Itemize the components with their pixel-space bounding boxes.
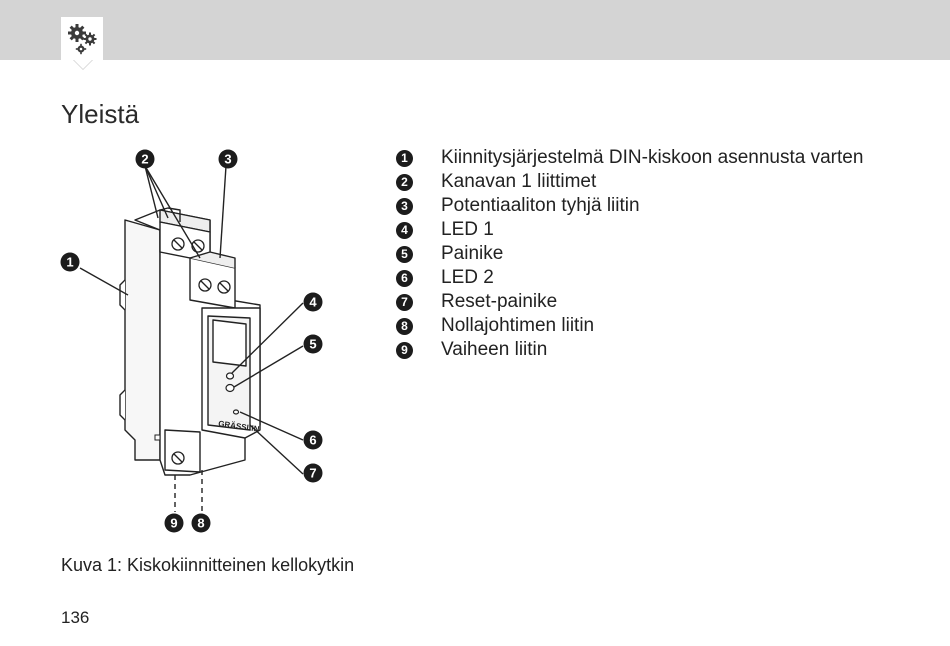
svg-text:6: 6 (309, 433, 316, 448)
legend-label: Kiinnitysjärjestelmä DIN-kiskoon asennus… (441, 147, 864, 168)
legend-number: 1 (396, 149, 413, 167)
svg-text:9: 9 (170, 516, 177, 531)
legend-label: LED 1 (441, 219, 494, 240)
legend-number: 3 (396, 197, 413, 215)
legend-item: 3 Potentiaaliton tyhjä liitin (396, 194, 863, 218)
legend-label: LED 2 (441, 267, 494, 288)
legend-item: 5 Painike (396, 242, 863, 266)
callout-8: 8 (191, 513, 211, 533)
page-number: 136 (61, 608, 90, 627)
legend-item: 1 Kiinnitysjärjestelmä DIN-kiskoon asennu… (396, 146, 863, 170)
legend-number: 9 (396, 341, 413, 359)
callout-1: 1 (60, 252, 80, 272)
legend-item: 9 Vaiheen liitin (396, 338, 863, 362)
svg-text:3: 3 (224, 152, 231, 167)
legend-item: 8 Nollajohtimen liitin (396, 314, 863, 338)
svg-text:4: 4 (309, 295, 317, 310)
legend-label: Vaiheen liitin (441, 339, 548, 360)
callout-3: 3 (218, 149, 238, 169)
legend-item: 6 LED 2 (396, 266, 863, 290)
legend-item: 4 LED 1 (396, 218, 863, 242)
callout-5: 5 (303, 334, 323, 354)
svg-text:5: 5 (309, 337, 316, 352)
legend-number: 6 (396, 269, 413, 287)
gears-icon (68, 24, 97, 55)
page-title: Yleistä (61, 99, 140, 129)
legend-label: Painike (441, 243, 504, 264)
svg-text:2: 2 (141, 152, 148, 167)
legend-label: Reset-painike (441, 291, 558, 312)
svg-text:7: 7 (309, 466, 316, 481)
figure-caption: Kuva 1: Kiskokiinnitteinen kellokytkin (61, 555, 355, 575)
callout-4: 4 (303, 292, 323, 312)
device-diagram: GRÄSSLIN 1 2 3 4 5 6 7 8 9 (60, 149, 323, 533)
legend-item: 2 Kanavan 1 liittimet (396, 170, 863, 194)
callout-7: 7 (303, 463, 323, 483)
callout-6: 6 (303, 430, 323, 450)
callout-9: 9 (164, 513, 184, 533)
legend-number: 8 (396, 317, 413, 335)
legend-number: 7 (396, 293, 413, 311)
legend-number: 2 (396, 173, 413, 191)
legend-label: Kanavan 1 liittimet (441, 171, 597, 192)
callout-2: 2 (135, 149, 155, 169)
legend-list: 1 Kiinnitysjärjestelmä DIN-kiskoon asennu… (396, 146, 863, 362)
tab-pointer (74, 60, 92, 69)
legend-label: Nollajohtimen liitin (441, 315, 595, 336)
legend-item: 7 Reset-painike (396, 290, 863, 314)
legend-label: Potentiaaliton tyhjä liitin (441, 195, 640, 216)
svg-text:1: 1 (66, 255, 73, 270)
legend-number: 4 (396, 221, 413, 239)
header-bar (0, 0, 950, 60)
legend-number: 5 (396, 245, 413, 263)
svg-text:8: 8 (197, 516, 204, 531)
